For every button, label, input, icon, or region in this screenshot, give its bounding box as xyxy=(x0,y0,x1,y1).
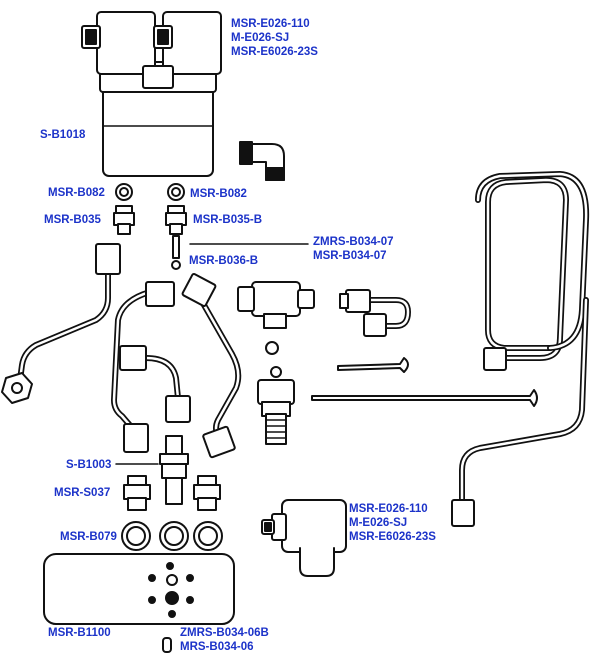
tube-nut-6 xyxy=(202,425,236,459)
label-msr-b082-left: MSR-B082 xyxy=(48,187,105,199)
elbow-fitting xyxy=(239,141,285,181)
label-valve-bottom-2: M-E026-SJ xyxy=(349,517,408,529)
label-zmrs-b034-06b: ZMRS-B034-06B xyxy=(180,627,269,639)
manifold-b1100 xyxy=(43,553,235,625)
label-msr-s037: MSR-S037 xyxy=(54,487,111,499)
tee-fitting xyxy=(237,281,315,329)
label-msr-b082-right: MSR-B082 xyxy=(190,188,247,200)
tube-nut-3 xyxy=(119,345,147,371)
label-msr-b079: MSR-B079 xyxy=(60,531,117,543)
pin-short xyxy=(337,357,409,373)
tube-nut-1 xyxy=(145,281,175,307)
nipple-s037-left xyxy=(123,475,151,511)
tube-nut-4 xyxy=(165,395,191,423)
seal-lower xyxy=(270,366,282,378)
pin-long xyxy=(311,389,538,407)
needle-b036-b xyxy=(172,235,180,259)
nipple-b035 xyxy=(113,205,135,235)
left-tube-nut xyxy=(95,243,121,275)
label-s-b1003: S-B1003 xyxy=(66,459,112,471)
label-valve-top-3: MSR-E6026-23S xyxy=(231,46,318,58)
filter-s-b1003 xyxy=(159,435,189,505)
label-valve-bottom-3: MSR-E6026-23S xyxy=(349,531,436,543)
label-mrs-b034-06: MRS-B034-06 xyxy=(180,641,254,653)
label-msr-b036-b: MSR-B036-B xyxy=(189,255,259,267)
right-tube-nut-lower xyxy=(451,499,475,527)
o-ring-b034-07 xyxy=(171,260,181,270)
small-u-tube xyxy=(339,289,411,337)
label-msr-b035: MSR-B035 xyxy=(44,214,101,226)
o-ring-b034-06b xyxy=(162,637,172,653)
label-valve-bottom-1: MSR-E026-110 xyxy=(349,503,428,515)
nipple-b035-b xyxy=(165,205,187,235)
long-right-tube xyxy=(459,171,590,503)
check-valve-body xyxy=(257,379,295,445)
label-valve-top-2: M-E026-SJ xyxy=(231,32,290,44)
nipple-s037-right xyxy=(193,475,221,511)
label-valve-top-1: MSR-E026-110 xyxy=(231,18,310,30)
tube-nut-5 xyxy=(123,423,149,453)
right-tube-nut-upper xyxy=(483,347,507,371)
label-msr-b034-07: MSR-B034-07 xyxy=(313,250,387,262)
seal-upper xyxy=(265,341,279,355)
label-s-b1018: S-B1018 xyxy=(40,129,86,141)
bottom-solenoid-valve xyxy=(261,499,347,577)
left-tube xyxy=(17,267,111,383)
top-solenoid-valve xyxy=(81,11,222,177)
label-msr-b1100: MSR-B1100 xyxy=(48,627,111,639)
tube-nut-2 xyxy=(181,273,217,307)
label-zmrs-b034-07: ZMRS-B034-07 xyxy=(313,236,394,248)
label-msr-b035-b: MSR-B035-B xyxy=(193,214,263,226)
